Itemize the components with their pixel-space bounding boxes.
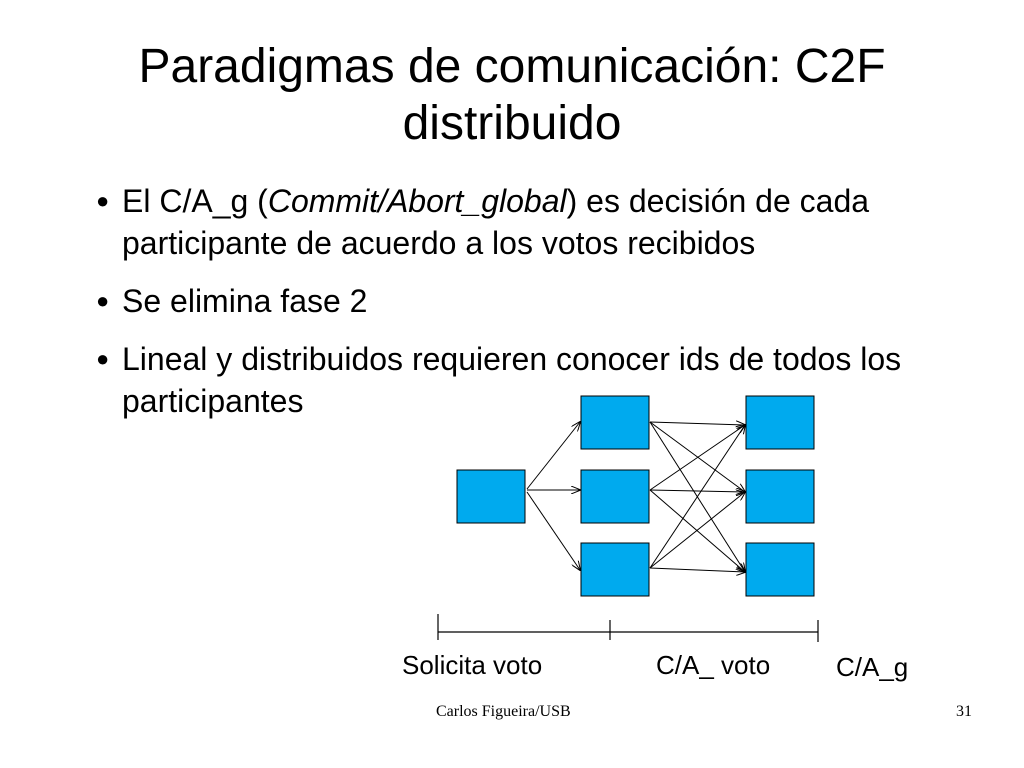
bullet-text-post: ) es decisión de cada participante de ac… xyxy=(122,183,870,261)
participant-decision-box xyxy=(745,395,815,450)
vote-arrow xyxy=(649,490,745,492)
bullet-text-emphasis: Commit/Abort_global xyxy=(267,183,567,219)
bullet-text: Lineal y distribuidos requieren conocer … xyxy=(122,341,902,419)
diagram-boxes xyxy=(456,395,815,597)
bullet-list: ● El C/A_g (Commit/Abort_global) es deci… xyxy=(96,180,976,422)
slide-title: Paradigmas de comunicación: C2F distribu… xyxy=(0,38,1024,152)
bullet-dot-icon: ● xyxy=(96,288,110,313)
vote-arrow xyxy=(649,489,745,572)
page-number: 31 xyxy=(956,703,972,720)
timeline xyxy=(437,614,819,642)
vote-arrow xyxy=(649,567,745,572)
diagram-edges xyxy=(526,422,745,572)
bullet-dot-icon: ● xyxy=(96,346,110,371)
bullet-text: Se elimina fase 2 xyxy=(122,283,368,319)
participant-box xyxy=(580,469,650,524)
footer-author: Carlos Figueira/USB xyxy=(436,703,571,720)
participant-box xyxy=(580,542,650,597)
participant-box xyxy=(580,395,650,450)
bullet-item: ● Lineal y distribuidos requieren conoce… xyxy=(96,338,976,422)
vote-request-arrow xyxy=(526,422,580,490)
participant-decision-box xyxy=(745,542,815,597)
vote-arrow xyxy=(649,422,745,425)
vote-request-arrow xyxy=(526,491,580,570)
bullet-item: ● El C/A_g (Commit/Abort_global) es deci… xyxy=(96,180,976,264)
participant-decision-box xyxy=(745,469,815,524)
vote-arrow xyxy=(649,425,745,569)
phase-label-request-vote: Solicita voto xyxy=(402,650,543,680)
phase-label-vote: C/A_ voto xyxy=(656,650,771,680)
coordinator-box xyxy=(456,469,526,524)
bullet-item: ● Se elimina fase 2 xyxy=(96,280,976,322)
vote-arrow xyxy=(649,492,745,569)
bullet-dot-icon: ● xyxy=(96,188,110,213)
bullet-text-pre: El C/A_g ( xyxy=(122,183,268,219)
title-line-2: distribuido xyxy=(402,97,622,150)
phase-label-global-decision: C/A_g xyxy=(836,652,909,682)
title-line-1: Paradigmas de comunicación: C2F xyxy=(138,40,886,93)
vote-arrow xyxy=(649,425,745,491)
